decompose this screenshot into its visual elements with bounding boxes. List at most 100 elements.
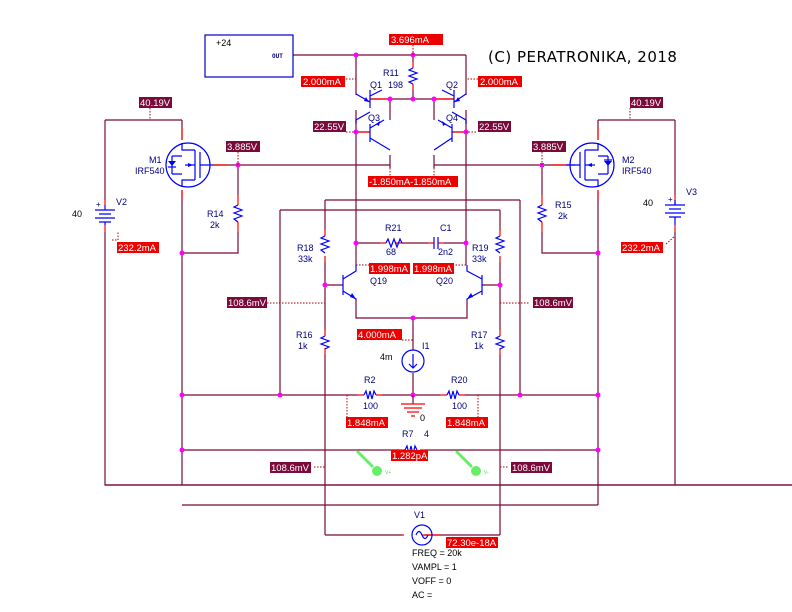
r11-name: R11 (383, 68, 399, 78)
pin-stubs (104, 62, 676, 536)
resistor-r11[interactable]: R11 (383, 67, 419, 85)
current-tag-q3-q4: -1.850mA-1.850mA (368, 176, 458, 188)
voltage-value: 108.6mV (512, 463, 551, 474)
resistor-r7[interactable]: R7 4 (402, 429, 429, 455)
r16-name: R16 (296, 330, 313, 340)
v3-plus-sign: + (668, 195, 673, 204)
resistor-r20[interactable]: R20 100 (446, 375, 468, 411)
r17-name: R17 (471, 330, 488, 340)
resistor-r18[interactable]: R18 33k (297, 235, 331, 264)
r2-value: 100 (363, 401, 378, 411)
resistor-r16[interactable]: R16 1k (296, 330, 331, 351)
transistor-q2[interactable]: Q2 (441, 80, 467, 108)
v2-name: V2 (116, 197, 127, 207)
voltage-marker-vminus[interactable]: V- (455, 450, 489, 476)
r17-value: 1k (474, 341, 484, 351)
voltage-tag-q19-base: 108.6mV (227, 297, 267, 309)
voltage-tag-out-left: 108.6mV (270, 462, 311, 474)
supply-out-pin-label: OUT (272, 53, 283, 60)
current-value: 3.696mA (391, 35, 430, 46)
resistor-r14[interactable]: R14 2k (207, 204, 244, 230)
current-tag-q1: 2.000mA (301, 76, 345, 88)
probe-leaders (112, 45, 676, 468)
voltage-tag-m2-gate: 3.885V (532, 141, 566, 153)
v2-value: 40 (72, 209, 82, 219)
capacitor-c1[interactable]: C1 2n2 (433, 223, 453, 257)
current-tag-v3: 232.2mA (621, 242, 663, 254)
current-tag-r2: 1.848mA (346, 417, 388, 429)
v3-value: 40 (643, 198, 653, 208)
voltage-value: 108.6mV (271, 463, 310, 474)
ground-label: 0 (420, 413, 425, 423)
current-value: 1.848mA (447, 418, 486, 429)
voltage-tag-out-right: 108.6mV (511, 462, 552, 474)
q19-name: Q19 (370, 276, 387, 286)
current-tag-r20: 1.848mA (446, 417, 488, 429)
r18-value: 33k (298, 254, 313, 264)
transistor-q1[interactable]: Q1 198 (355, 80, 403, 108)
resistor-r17[interactable]: R17 1k (471, 330, 506, 351)
q1-name: Q1 (370, 80, 382, 90)
r19-name: R19 (472, 243, 489, 253)
transistor-q20[interactable]: Q20 (436, 265, 483, 300)
m1-model: IRF540 (135, 166, 165, 176)
current-value: 232.2mA (622, 243, 661, 254)
r20-name: R20 (451, 375, 468, 385)
ground-symbol: 0 (401, 395, 425, 423)
voltage-value: 3.885V (533, 142, 564, 153)
battery-v3[interactable]: + V3 40 (643, 187, 697, 225)
sine-source-v1[interactable]: V1 FREQ = 20k VAMPL = 1 VOFF = 0 AC = (411, 510, 462, 600)
current-value: 72.30e-18A (447, 538, 497, 549)
current-value: 4.000mA (358, 330, 397, 341)
m1-name: M1 (149, 155, 162, 165)
wires (104, 54, 792, 536)
transistor-q3[interactable]: Q3 (355, 111, 391, 151)
voltage-tag-q4-base: 22.55V (478, 121, 511, 133)
voltage-value: 40.19V (631, 98, 662, 109)
voltage-marker-vplus[interactable]: V+ (356, 450, 391, 476)
r20-value: 100 (452, 401, 467, 411)
r15-name: R15 (555, 200, 572, 210)
i1-value: 4m (380, 352, 393, 362)
r7-value: 4 (424, 429, 429, 439)
c1-name: C1 (440, 223, 452, 233)
r2-name: R2 (364, 375, 376, 385)
voltage-value: 22.55V (314, 122, 345, 133)
voltage-tag-q20-base: 108.6mV (533, 297, 573, 309)
mosfet-m1[interactable]: M1 IRF540 (135, 142, 214, 188)
current-tag-v2: 232.2mA (117, 242, 159, 254)
battery-v2[interactable]: + V2 40 (72, 197, 127, 225)
r15-value: 2k (558, 211, 568, 221)
r21-value: 68 (386, 247, 396, 257)
current-value: 1.998mA (370, 264, 409, 275)
resistor-r21[interactable]: R21 68 (385, 223, 403, 257)
current-value: 2.000mA (480, 77, 519, 88)
current-source-i1[interactable]: I1 4m (380, 341, 430, 373)
supply-voltage-label: +24 (216, 38, 231, 48)
voltage-tag-q3-base: 22.55V (313, 121, 346, 133)
supply-block-24v[interactable]: +24 OUT (204, 34, 294, 78)
current-value: 1.282pA (392, 451, 428, 462)
current-value: -1.850mA-1.850mA (369, 177, 452, 188)
r21-name: R21 (385, 223, 402, 233)
voltage-tag-m1-gate: 3.885V (226, 141, 260, 153)
transistor-q4[interactable]: Q4 (433, 111, 467, 151)
voltage-value: 3.885V (227, 142, 258, 153)
transistor-q19[interactable]: Q19 (342, 265, 387, 300)
mosfet-m2[interactable]: M2 IRF540 (566, 142, 652, 188)
current-value: 232.2mA (118, 243, 157, 254)
q4-name: Q4 (446, 113, 458, 123)
voltage-tag-m2-drain: 40.19V (630, 97, 663, 109)
r11-value: 198 (388, 80, 403, 90)
resistor-r19[interactable]: R19 33k (472, 235, 506, 264)
current-value: 1.848mA (347, 418, 386, 429)
r16-value: 1k (298, 341, 308, 351)
resistor-r2[interactable]: R2 100 (363, 375, 378, 411)
resistor-r15[interactable]: R15 2k (536, 200, 572, 223)
voltage-tag-m1-drain: 40.19V (139, 97, 172, 109)
current-tag-q2: 2.000mA (478, 76, 522, 88)
current-tag-r7: 1.282pA (391, 450, 428, 462)
v1-param-freq: FREQ = 20k (412, 548, 462, 558)
r18-name: R18 (297, 243, 314, 253)
